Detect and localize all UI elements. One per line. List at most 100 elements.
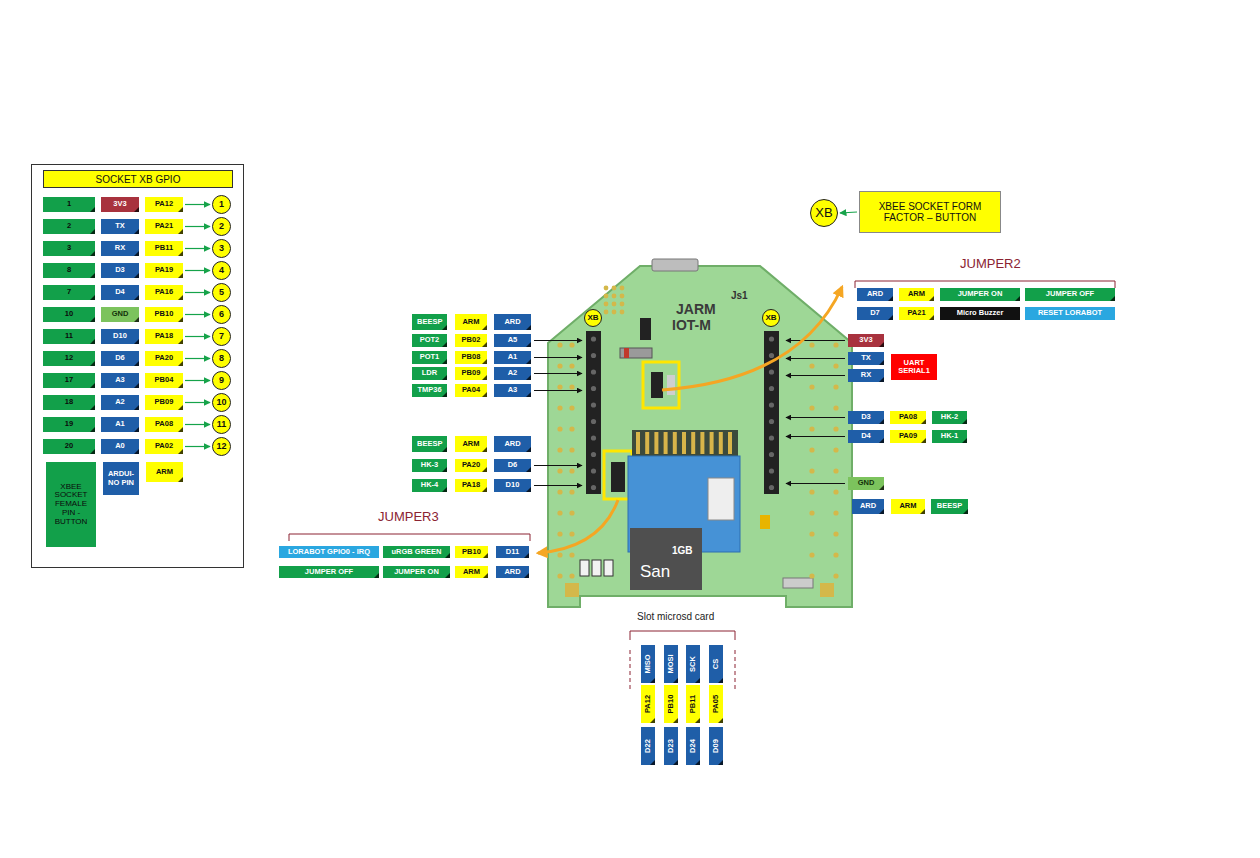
box-text: CS	[711, 659, 719, 669]
circuit-board	[833, 405, 838, 410]
pin-arrow	[185, 424, 210, 425]
box-text: 3V3	[859, 336, 872, 344]
callout-number: 12	[212, 437, 231, 456]
circuit-board	[833, 573, 838, 578]
xbee-pin-box: 17	[43, 373, 95, 388]
circuit-board	[569, 384, 574, 389]
box-text: A1	[115, 420, 125, 428]
circuit-board	[630, 528, 702, 590]
circuit-board	[645, 432, 649, 454]
circuit-board	[557, 447, 562, 452]
circuit-board	[708, 478, 734, 520]
box-text: 5	[219, 288, 224, 298]
circuit-board	[565, 583, 579, 597]
function-box: TMP36	[412, 384, 447, 397]
circuit-board	[833, 384, 838, 389]
box-text: ARD	[504, 568, 520, 576]
leader-arrow	[786, 358, 845, 359]
box-text: uRGB GREEN	[391, 548, 441, 556]
circuit-board	[719, 432, 723, 454]
box-text: POT2	[420, 336, 440, 344]
arm-pin-box: PA05	[709, 685, 723, 723]
arduino-pin-box: D3	[101, 263, 139, 278]
circuit-board	[710, 432, 714, 454]
arduino-pin-box: A3	[494, 384, 531, 397]
circuit-board	[654, 432, 658, 454]
box-text: 19	[65, 420, 73, 428]
circuit-board	[569, 447, 574, 452]
box-text: RX	[115, 244, 125, 252]
pin-arrow	[185, 358, 210, 359]
circuit-board	[682, 432, 686, 454]
leader-arrow	[534, 340, 582, 341]
box-text: XBEE SOCKET FORM FACTOR – BUTTON	[862, 201, 998, 223]
callout-number: 9	[212, 371, 231, 390]
box-text: PA04	[462, 386, 480, 394]
box-text: D7	[870, 309, 880, 317]
callout-number: 11	[212, 415, 231, 434]
box-text: ARM	[463, 568, 480, 576]
circuit-board	[612, 294, 617, 299]
box-text: PA20	[155, 354, 173, 362]
circuit-board	[569, 531, 574, 536]
function-box: JUMPER OFF	[1025, 288, 1115, 301]
box-text: HK-2	[941, 413, 959, 421]
circuit-board	[809, 510, 814, 515]
pin-arrow	[185, 292, 210, 293]
function-box: HK-1	[932, 430, 967, 443]
box-text: D24	[689, 739, 697, 753]
circuit-board	[604, 310, 609, 315]
callout-number: XB	[810, 199, 838, 227]
board-label: JUMPER3	[378, 510, 439, 524]
circuit-board	[769, 452, 774, 457]
function-box: POT1	[412, 351, 447, 364]
box-text: PA18	[462, 481, 480, 489]
leader-arrow	[786, 417, 845, 418]
box-text: 12	[65, 354, 73, 362]
circuit-board	[764, 331, 779, 494]
box-text: BEESP	[937, 502, 962, 510]
box-text: PB09	[155, 398, 174, 406]
circuit-board	[652, 259, 698, 271]
function-box: POT2	[412, 334, 447, 347]
bracket	[289, 281, 1115, 690]
box-text: PB11	[689, 695, 697, 713]
arduino-pin-box: D22	[641, 727, 655, 765]
circuit-board	[569, 510, 574, 515]
box-text: A3	[508, 386, 518, 394]
arm-pin-box: PA12	[641, 685, 655, 723]
arduino-pin-box: ARD	[494, 436, 531, 452]
box-text: D11	[506, 548, 519, 556]
box-text: JUMPER OFF	[1046, 290, 1094, 298]
circuit-board	[569, 342, 574, 347]
function-box: HK-2	[932, 411, 967, 424]
board-label: JARM	[676, 302, 716, 317]
xbee-pin-box: 7	[43, 285, 95, 300]
box-text: SCK	[689, 656, 697, 672]
circuit-board	[557, 510, 562, 515]
circuit-board	[651, 372, 663, 398]
leader-arrow	[534, 341, 845, 486]
callout-number: 10	[212, 393, 231, 412]
circuit-board	[569, 468, 574, 473]
box-text: TX	[861, 354, 871, 362]
circuit-board	[632, 430, 738, 456]
xbee-pin-box: 1	[43, 197, 95, 212]
box-text: PB10	[666, 695, 674, 714]
circuit-board	[809, 468, 814, 473]
circuit-board	[557, 573, 562, 578]
box-text: 7	[67, 288, 71, 296]
circuit-board	[700, 432, 704, 454]
circuit-board	[643, 362, 679, 408]
box-text: PA21	[907, 309, 925, 317]
box-text: ARD	[504, 440, 520, 448]
arm-pin-box: PA04	[455, 384, 487, 397]
arm-pin-box: PA20	[455, 459, 487, 472]
arm-pin-box: PB10	[664, 685, 678, 723]
box-text: D10	[113, 332, 127, 340]
arduino-pin-box: A1	[101, 417, 139, 432]
xbee-pin-box: 3	[43, 241, 95, 256]
circuit-board	[611, 462, 625, 492]
